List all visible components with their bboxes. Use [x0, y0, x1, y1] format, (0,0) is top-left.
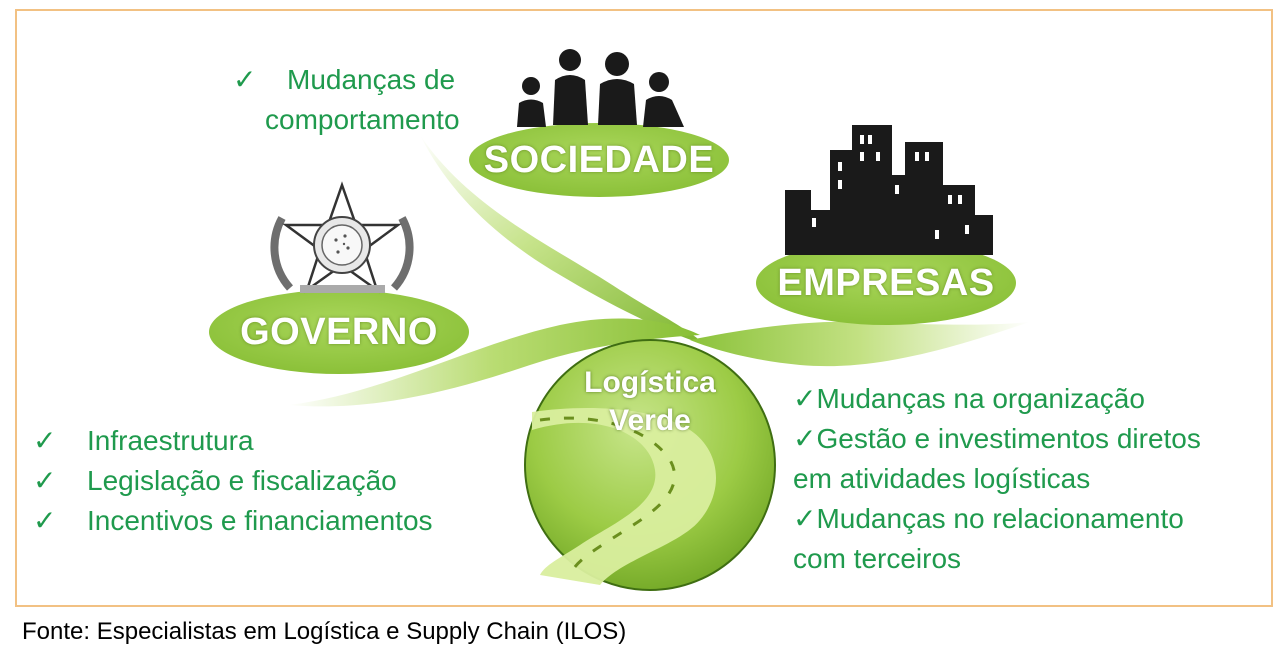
empresas-item: ✓Mudanças na organização: [793, 383, 1145, 414]
list-item: ✓ Legislação e fiscalização: [33, 461, 433, 501]
list-item: ✓ Infraestrutura: [33, 421, 433, 461]
sociedade-ellipse: [469, 123, 729, 197]
center-label-line1: Logística: [584, 366, 716, 399]
governo-item: Incentivos e financiamentos: [87, 505, 433, 536]
sociedade-item-line1: Mudanças de: [287, 64, 456, 95]
swoosh-empresas: [690, 321, 1030, 367]
sociedade-label: SOCIEDADE: [483, 138, 715, 181]
city-buildings-icon: [785, 125, 993, 255]
check-icon: ✓: [33, 465, 57, 496]
list-item: ✓ Mudanças de: [233, 60, 460, 100]
center-label: Logística Verde: [565, 364, 735, 440]
sociedade-item-line2: comportamento: [265, 104, 460, 135]
governo-label: GOVERNO: [240, 310, 438, 353]
empresas-item: em atividades logísticas: [793, 463, 1091, 494]
governo-item: Legislação e fiscalização: [87, 465, 397, 496]
empresas-ellipse: [756, 241, 1016, 325]
empresas-list: ✓Mudanças na organização ✓Gestão e inves…: [793, 379, 1201, 579]
governo-ellipse: [209, 290, 469, 374]
governo-item: Infraestrutura: [87, 425, 254, 456]
governo-list: ✓ Infraestrutura ✓ Legislação e fiscaliz…: [33, 421, 433, 541]
check-icon: ✓: [233, 64, 257, 95]
center-label-line2: Verde: [609, 404, 691, 437]
list-item: comportamento: [265, 100, 460, 140]
check-icon: ✓: [33, 505, 57, 536]
empresas-item: ✓Mudanças no relacionamento: [793, 503, 1184, 534]
family-silhouette-icon: [517, 49, 684, 127]
empresas-item: com terceiros: [793, 543, 962, 574]
check-icon: ✓: [33, 425, 57, 456]
center-ball: [524, 339, 776, 591]
sociedade-list: ✓ Mudanças de comportamento: [233, 60, 460, 140]
brazil-coat-of-arms-icon: [270, 181, 414, 294]
empresas-item: ✓Gestão e investimentos diretos: [793, 423, 1201, 454]
swoosh-governo: [288, 318, 700, 407]
empresas-label: EMPRESAS: [777, 261, 995, 304]
list-item: ✓ Incentivos e financiamentos: [33, 501, 433, 541]
road-icon: [532, 407, 717, 585]
source-caption: Fonte: Especialistas em Logística e Supp…: [22, 618, 627, 645]
